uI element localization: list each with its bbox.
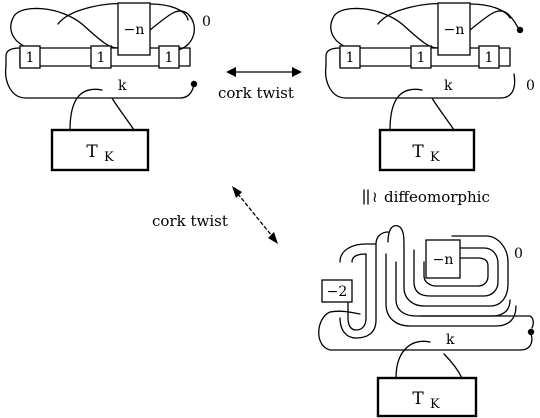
strand-label: k [446, 332, 455, 348]
kirby-diagram-top-left: 1 1 1 −n 0 k T K [4, 2, 211, 172]
svg-text:1: 1 [485, 50, 494, 66]
strand-label: k [444, 78, 453, 94]
twist-box-top: −n [117, 2, 151, 56]
svg-text:−n: −n [124, 22, 145, 38]
strand-label: k [118, 78, 127, 94]
coupon-box-left: 1 [339, 45, 361, 69]
tangle-box: T K [378, 128, 476, 172]
double-arrow-top [226, 67, 302, 77]
framing-label: 0 [514, 246, 523, 262]
svg-text:K: K [430, 397, 440, 412]
svg-text:T: T [412, 142, 424, 162]
svg-text:K: K [430, 150, 440, 165]
cork-twist-label-diag: cork twist [152, 212, 228, 230]
svg-text:T: T [86, 142, 98, 162]
svg-text:−n: −n [444, 22, 465, 38]
coupon-box-left: 1 [19, 45, 41, 69]
coupon-box-right: 1 [158, 45, 180, 69]
dot-marker [516, 26, 524, 34]
diffeomorphic-text: diffeomorphic [384, 188, 490, 206]
dot-marker [190, 80, 198, 88]
framing-label: 0 [526, 78, 535, 94]
framing-label: 0 [202, 14, 211, 30]
kirby-diagram-top-right: 1 1 1 −n 0 k T K [324, 2, 535, 172]
kirby-diagram-bottom: −n −2 0 k T K [318, 224, 535, 418]
svg-text:−2: −2 [327, 284, 348, 300]
coupon-box-mid: 1 [90, 45, 112, 69]
svg-text:−n: −n [433, 252, 454, 268]
tangle-box: T K [50, 128, 150, 172]
congruence-icon: ≀ [372, 188, 378, 206]
svg-text:1: 1 [26, 50, 35, 66]
twist-box-top: −n [437, 2, 471, 56]
svg-text:1: 1 [417, 50, 426, 66]
coupon-box-right: 1 [478, 45, 500, 69]
diffeomorphic-label: ≀ diffeomorphic [363, 188, 490, 206]
dot-marker [527, 328, 535, 336]
tangle-box: T K [376, 376, 478, 418]
svg-text:1: 1 [165, 50, 174, 66]
twist-box-left: −2 [321, 279, 353, 303]
cork-twist-label-top: cork twist [218, 84, 294, 102]
svg-text:K: K [104, 150, 114, 165]
dotted-double-arrow [232, 186, 278, 244]
svg-text:T: T [412, 389, 424, 409]
svg-text:1: 1 [97, 50, 106, 66]
coupon-box-mid: 1 [410, 45, 432, 69]
svg-text:1: 1 [346, 50, 355, 66]
twist-box-top: −n [425, 239, 461, 279]
